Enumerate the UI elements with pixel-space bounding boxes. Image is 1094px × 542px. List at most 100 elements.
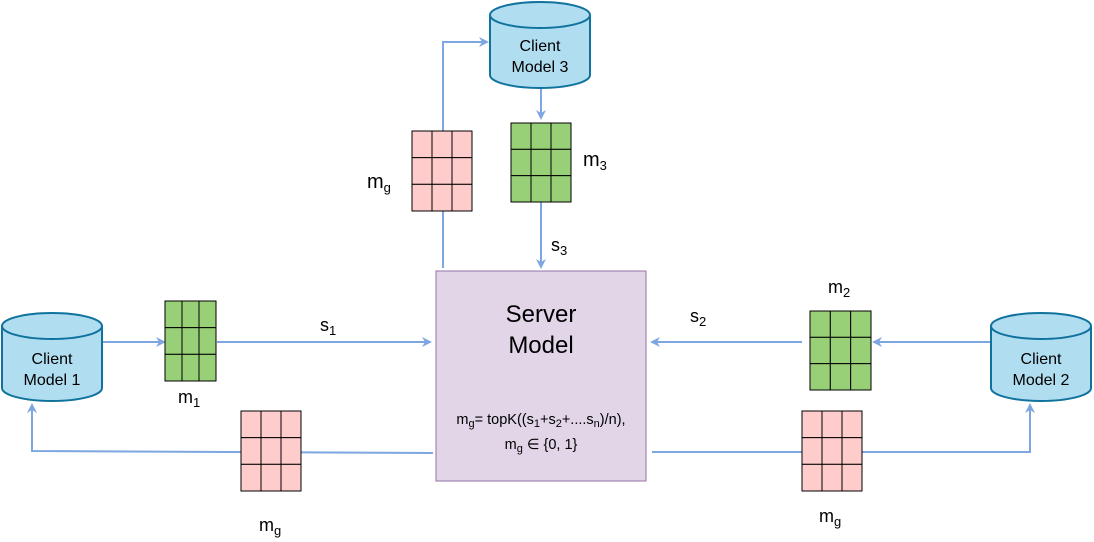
label-s3-base: s xyxy=(551,235,560,255)
formula-s1-sub: 1 xyxy=(533,418,540,430)
mask-cell xyxy=(411,183,433,212)
client-model-1-cylinder xyxy=(1,312,103,402)
formula2-set: ∈ {0, 1} xyxy=(522,437,578,453)
mask-cell xyxy=(821,437,843,465)
mask-cell xyxy=(510,175,532,203)
mask-cell xyxy=(530,122,552,150)
formula-mg: m xyxy=(456,412,469,428)
client-model-2-line1: Client xyxy=(1020,351,1062,368)
mask-cell xyxy=(411,130,433,159)
mask-cell xyxy=(841,410,863,439)
client-model-3-line2: Model 3 xyxy=(511,59,569,76)
formula-mg-sub: g xyxy=(468,418,475,430)
mask-cell xyxy=(260,463,282,492)
label-mg-left: mg xyxy=(259,516,281,537)
mask-cell xyxy=(809,363,831,391)
mask-cell xyxy=(240,437,262,465)
mask-cell xyxy=(550,175,572,203)
mask-cell xyxy=(451,157,473,185)
label-s2-sub: 2 xyxy=(699,314,707,329)
server-formula: mg= topK((s1+s2+....sn)/n), mg ∈ {0, 1} xyxy=(436,410,646,460)
mask-grid-mg-top xyxy=(411,130,473,212)
label-s2-base: s xyxy=(690,306,699,326)
formula2-mg: m xyxy=(504,437,517,453)
mask-cell xyxy=(829,363,852,391)
mask-cell xyxy=(260,410,282,439)
server-title-line2: Model xyxy=(508,332,574,359)
arrow-server-to-client1 xyxy=(27,403,434,454)
label-m1-base: m xyxy=(178,387,193,407)
client-model-1-line1: Client xyxy=(31,351,73,368)
client-model-2-line2: Model 2 xyxy=(1012,372,1070,389)
mask-cell xyxy=(829,310,852,338)
label-m3: m3 xyxy=(583,150,607,172)
mask-cell xyxy=(850,310,872,338)
mask-cell xyxy=(841,437,863,465)
mask-grid-m3 xyxy=(510,122,572,203)
mask-cell xyxy=(198,327,217,355)
server-model-box xyxy=(435,270,647,482)
mask-cell xyxy=(198,353,217,382)
label-m1-sub: 1 xyxy=(193,395,201,410)
label-m1: m1 xyxy=(178,388,200,409)
formula-dots-s: +....s xyxy=(561,412,594,428)
label-s1-sub: 1 xyxy=(329,323,337,338)
client-model-1-label: Client Model 1 xyxy=(2,349,102,391)
mask-cell xyxy=(280,463,302,492)
mask-grid-m2 xyxy=(809,310,872,391)
mask-cell xyxy=(530,175,552,203)
formula-close: )/n), xyxy=(599,412,626,428)
label-m3-sub: 3 xyxy=(599,158,607,173)
server-title-line1: Server xyxy=(505,301,577,328)
mask-cell xyxy=(550,148,572,177)
mask-cell xyxy=(801,437,823,465)
mask-cell xyxy=(510,148,532,177)
label-m2-sub: 2 xyxy=(843,285,851,300)
label-s1-base: s xyxy=(320,315,329,335)
mask-cell xyxy=(850,336,872,365)
mask-grid-mg-left xyxy=(240,410,302,492)
mask-cell xyxy=(431,130,453,159)
label-mg-left-base: m xyxy=(259,515,274,535)
mask-cell xyxy=(198,300,217,329)
mask-cell xyxy=(809,336,831,365)
formula-line-2: mg ∈ {0, 1} xyxy=(436,435,646,460)
formula-sn-sub: n xyxy=(593,418,600,430)
client-model-1-line2: Model 1 xyxy=(23,372,81,389)
mask-cell xyxy=(240,410,262,439)
mask-cell xyxy=(821,463,843,492)
mask-grid-mg-right xyxy=(801,410,863,492)
formula-plus-s: +s xyxy=(539,412,556,428)
mask-cell xyxy=(240,463,262,492)
formula-s2-sub: 2 xyxy=(555,418,562,430)
mask-cell xyxy=(260,437,282,465)
label-m3-base: m xyxy=(583,149,600,171)
mask-cell xyxy=(451,130,473,159)
mask-cell xyxy=(181,353,200,382)
client-model-2-cylinder xyxy=(990,312,1092,402)
mask-cell xyxy=(821,410,843,439)
client-model-3-label: Client Model 3 xyxy=(490,36,590,78)
mask-cell xyxy=(280,410,302,439)
label-mg-right-base: m xyxy=(819,506,834,526)
formula2-mg-sub: g xyxy=(516,443,523,455)
mask-cell xyxy=(181,327,200,355)
label-mg-left-sub: g xyxy=(274,523,282,538)
client-model-2-label: Client Model 2 xyxy=(991,349,1091,391)
mask-cell xyxy=(431,183,453,212)
mask-cell xyxy=(801,410,823,439)
label-mg-right: mg xyxy=(819,507,841,528)
mask-cell xyxy=(801,463,823,492)
mask-cell xyxy=(280,437,302,465)
client-model-3-cylinder xyxy=(489,1,591,89)
formula-topk: = topK((s xyxy=(474,412,534,428)
server-model-title: Server Model xyxy=(436,299,646,361)
label-s3: s3 xyxy=(551,236,567,257)
mask-cell xyxy=(431,157,453,185)
label-s3-sub: 3 xyxy=(560,243,568,258)
mask-cell xyxy=(809,310,831,338)
mask-cell xyxy=(164,327,183,355)
mask-cell xyxy=(164,300,183,329)
